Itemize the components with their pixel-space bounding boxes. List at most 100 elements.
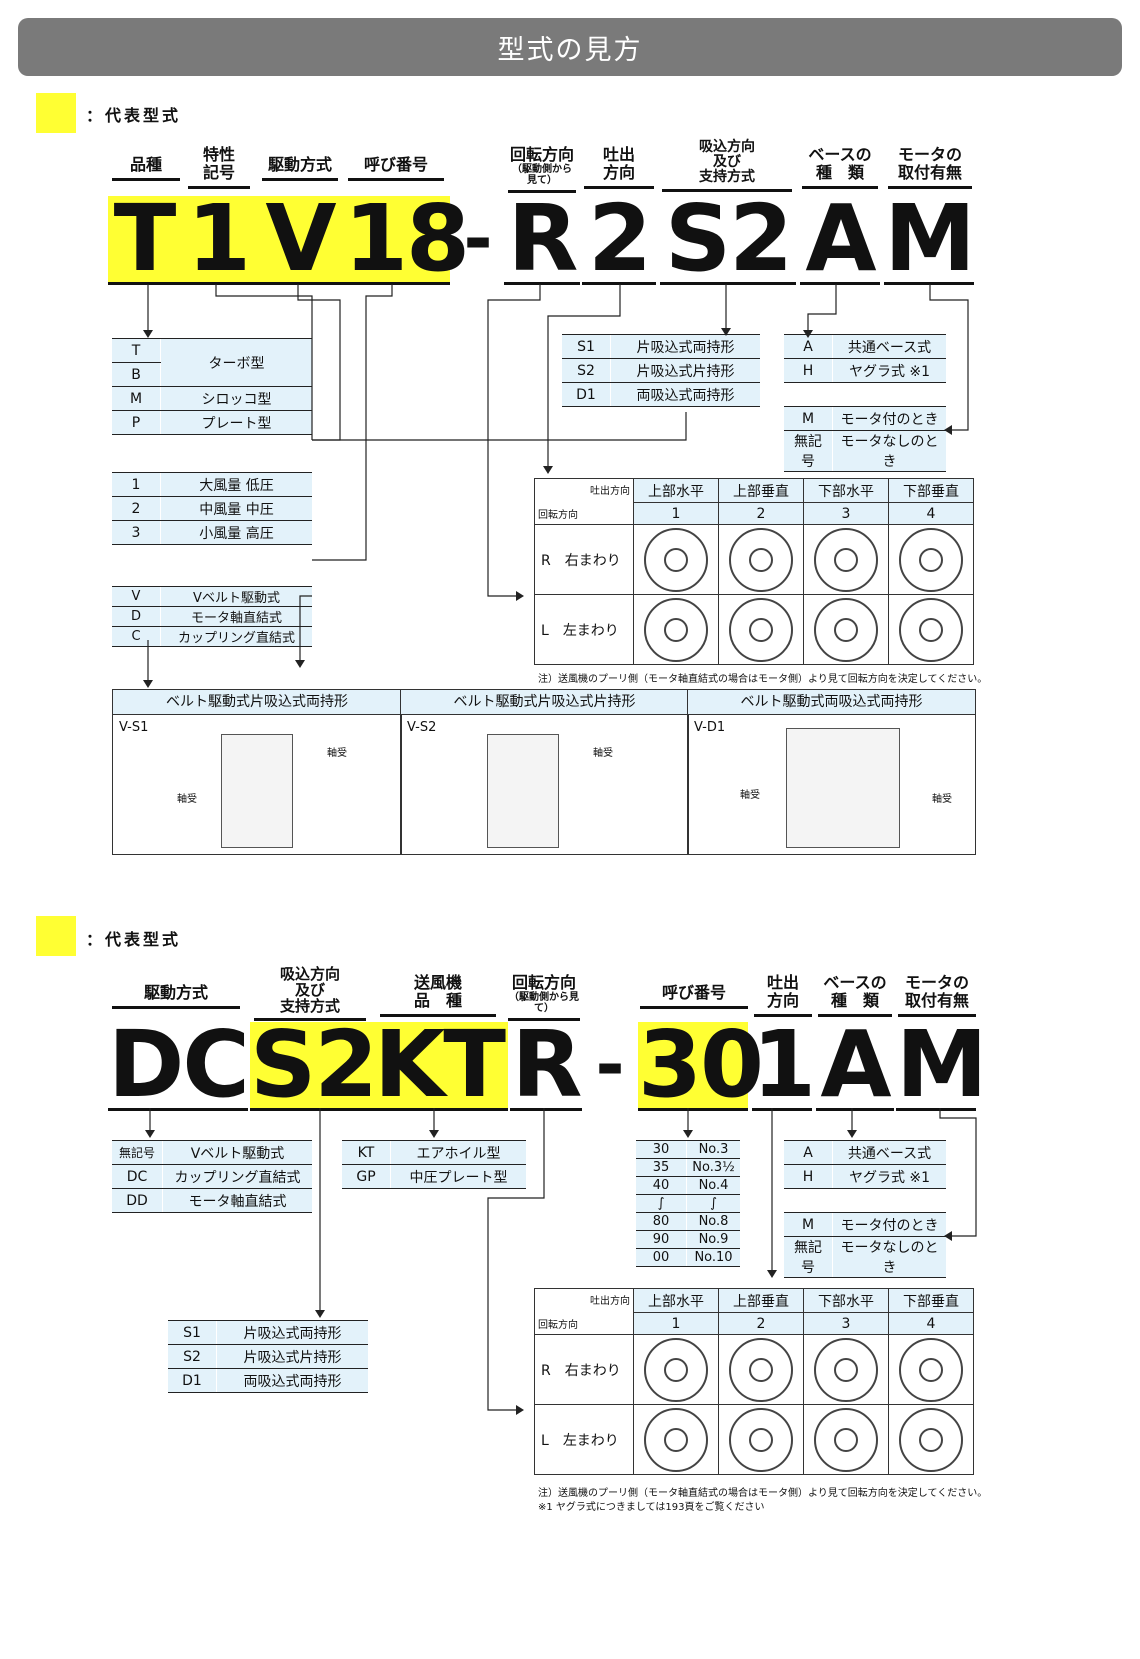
code-kyukomi: S2 [250,1011,378,1118]
code-toshutsu: 2 [582,193,656,285]
drawing-v-d1: ベルト駆動式両吸込式両持形 V-D1 軸受 軸受 [687,689,976,855]
fan-icon [718,524,804,595]
motor-code: M [784,406,833,431]
suction-desc: 片吸込式片持形 [216,1344,368,1369]
type-table: T ターボ型 B M シロッコ型 P プレート型 [112,338,312,435]
col-num: 1 [633,502,719,525]
drawing-code: V-S2 [407,720,437,735]
suction-code: S2 [168,1344,217,1369]
base-desc: 共通ベース式 [832,334,946,359]
drive-desc: カップリング直結式 [162,1164,312,1189]
bearing-label: 軸受 [593,748,613,759]
code-base: A [800,193,880,285]
code-yobi: 30 [638,1011,764,1118]
direction-table: 吐出方向 回転方向 上部水平 上部垂直 下部水平 下部垂直 1 2 3 4 R … [534,478,974,665]
motor-code: M [784,1212,833,1237]
size-code: 40 [636,1176,687,1195]
header-kaiten-sub: （駆動側から見て） [512,164,572,186]
base-code: H [784,1164,833,1189]
drawing-code: V-D1 [694,720,726,735]
fan-icon [888,524,974,595]
char-desc: 中風量 中圧 [160,496,312,521]
bearing-label: 軸受 [932,794,952,805]
corner-top-label: 吐出方向 [590,486,630,497]
drawing-title: ベルト駆動式片吸込式片持形 [401,690,688,715]
kind-code: GP [342,1164,391,1189]
drive-code: D [112,606,161,627]
header-motor: モータの 取付有無 [888,146,972,189]
suction-code: S1 [168,1320,217,1345]
yagura-note: ※1 ヤグラ式につきましては193頁をご覧ください [538,1502,765,1513]
suction-code: S2 [562,358,611,383]
base-desc: ヤグラ式 ※1 [832,358,946,383]
direction-note: 注）送風機のプーリ側（モータ軸直結式の場合はモータ側）より見て回転方向を決定して… [538,674,988,685]
col-num: 4 [888,1312,974,1335]
size-code: 80 [636,1212,687,1231]
code-dash: - [463,198,493,280]
code-dash: - [595,1024,625,1106]
legend-highlight-swatch [36,93,76,133]
header-tokusei: 特性 記号 [188,146,250,189]
header-kudo: 駆動方式 [112,984,240,1009]
drive-desc: モータ軸直結式 [162,1188,312,1213]
motor-desc: モータ付のとき [832,406,946,431]
legend-highlight-swatch [36,916,76,956]
header-kudo: 駆動方式 [262,156,338,181]
type-desc-plate: プレート型 [160,410,312,435]
drive-code: 無記号 [112,1140,163,1165]
code-motor: M [884,185,976,292]
fan-casing-drawing [487,734,559,848]
fan-icon [888,1334,974,1405]
header-sofuki: 送風機 品 種 [380,974,496,1017]
code-kaiten: R [510,1011,582,1118]
drive-desc: カップリング直結式 [160,626,312,647]
base-desc: 共通ベース式 [832,1140,946,1165]
base-code: H [784,358,833,383]
suction-desc: 片吸込式両持形 [216,1320,368,1345]
suction-desc: 両吸込式両持形 [216,1368,368,1393]
size-code: 30 [636,1140,687,1159]
direction-corner: 吐出方向 回転方向 [534,478,634,525]
code-toshutsu: 1 [752,1011,816,1118]
kind-desc: エアホイル型 [390,1140,526,1165]
size-code: 35 [636,1158,687,1177]
size-code: ∫ [636,1194,687,1213]
drive-desc: モータ軸直結式 [160,606,312,627]
col-num: 3 [803,1312,889,1335]
header-kyukomi: 吸込方向 及び 支持方式 [254,966,366,1021]
fan-icon [633,1404,719,1475]
motor-desc: モータ付のとき [832,1212,946,1237]
col-header: 下部水平 [803,1288,889,1313]
code-kudo: DC [108,1011,250,1118]
header-yobi: 呼び番号 [640,984,748,1009]
col-header: 上部水平 [633,478,719,503]
motor-code: 無記号 [784,430,833,472]
motor-desc: モータなしのとき [832,1236,946,1278]
suction-code: S1 [562,334,611,359]
suction-desc: 片吸込式両持形 [610,334,760,359]
direction-note: 注）送風機のプーリ側（モータ軸直結式の場合はモータ側）より見て回転方向を決定して… [538,1488,988,1499]
header-kaiten: 回転方向 （駆動側から見て） [508,974,580,1021]
size-no: No.10 [686,1248,740,1267]
suction-code: D1 [168,1368,217,1393]
header-kaiten-sub: （駆動側から見て） [509,992,579,1014]
fan-icon [718,1404,804,1475]
bearing-label: 軸受 [740,790,760,801]
header-base: ベースの 種 類 [818,974,892,1017]
drawing-v-s1: ベルト駆動式片吸込式両持形 V-S1 軸受 軸受 [112,689,402,855]
col-header: 下部垂直 [888,1288,974,1313]
suction-desc: 両吸込式両持形 [610,382,760,407]
row-label-l: L 左まわり [534,1404,634,1475]
base-code: A [784,1140,833,1165]
size-no: No.8 [686,1212,740,1231]
code-yobi: 18 [344,185,470,292]
fan-icon [803,594,889,665]
